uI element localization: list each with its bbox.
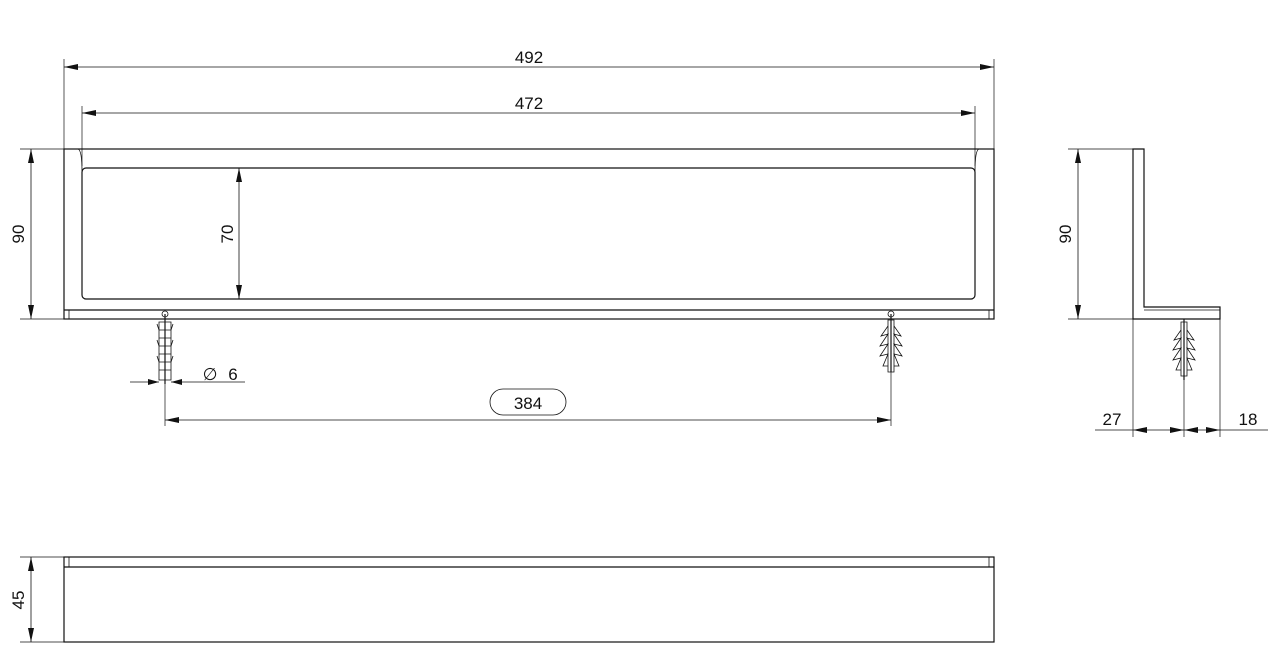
front-height-label: 90 bbox=[9, 225, 28, 244]
side-height-label: 90 bbox=[1056, 225, 1075, 244]
side-profile bbox=[1132, 148, 1221, 320]
hole-diameter-symbol: ∅ bbox=[203, 365, 218, 384]
overall-width-label: 492 bbox=[515, 48, 543, 67]
dim-side-height: 90 bbox=[1056, 148, 1133, 320]
side-left-offset-label: 27 bbox=[1103, 410, 1122, 429]
right-wall-plug bbox=[879, 310, 903, 373]
side-view bbox=[1132, 148, 1221, 380]
dim-inner-height: 70 bbox=[218, 168, 242, 299]
front-outer-outline bbox=[63, 148, 995, 320]
front-inner-panel bbox=[81, 167, 976, 300]
hole-spacing-label: 384 bbox=[514, 394, 542, 413]
hole-spacing-label-box bbox=[489, 388, 567, 416]
inner-width-label: 472 bbox=[515, 94, 543, 113]
dim-top-depth: 45 bbox=[9, 556, 64, 643]
top-depth-label: 45 bbox=[9, 591, 28, 610]
dim-overall-width: 492 bbox=[63, 48, 995, 149]
dim-inner-width: 472 bbox=[81, 94, 976, 166]
side-right-offset-label: 18 bbox=[1239, 410, 1258, 429]
front-view bbox=[63, 148, 995, 320]
left-wall-plug bbox=[156, 310, 174, 384]
dim-hole-spacing: 384 bbox=[164, 372, 892, 426]
dim-front-height: 90 bbox=[9, 148, 64, 320]
dim-side-offsets: 27 18 bbox=[1095, 319, 1268, 437]
top-outline bbox=[63, 556, 995, 643]
hole-diameter-label: 6 bbox=[228, 365, 237, 384]
dim-hole-diameter: ∅ 6 bbox=[130, 365, 245, 385]
inner-height-label: 70 bbox=[218, 225, 237, 244]
top-view bbox=[63, 556, 995, 643]
